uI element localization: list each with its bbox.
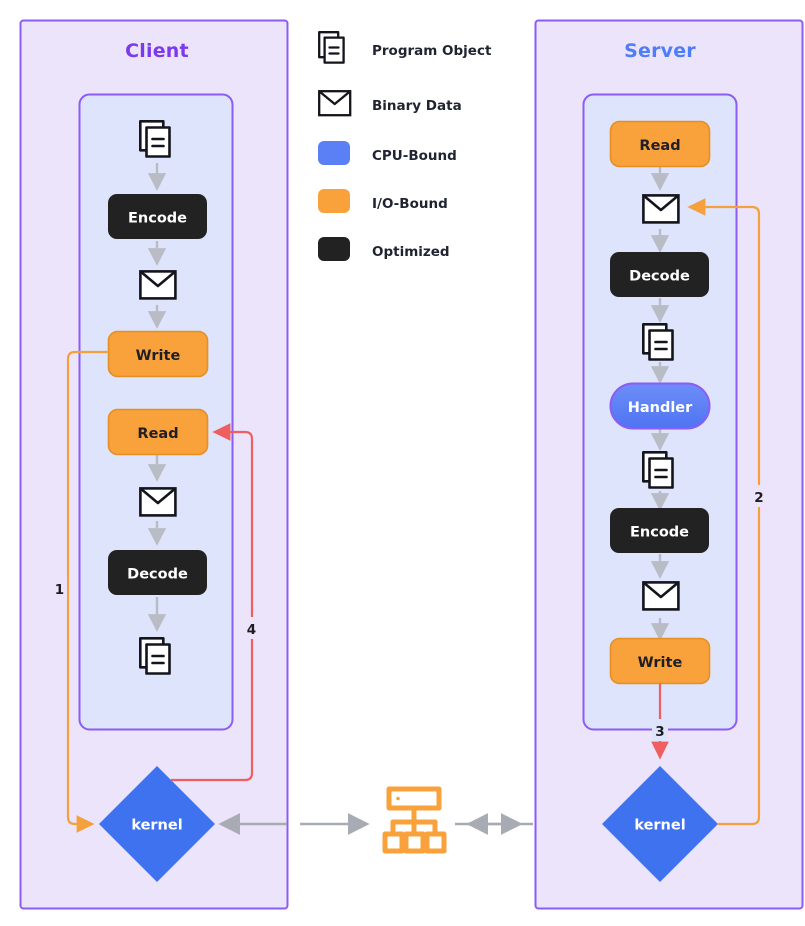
legend-label-optimized: Optimized <box>372 244 450 260</box>
server-encode-node[interactable]: Encode <box>610 508 709 553</box>
server-decode-box[interactable] <box>610 252 709 297</box>
server-write-label: Write <box>638 655 683 671</box>
client-write-box[interactable] <box>107 330 209 378</box>
client-binary-data-in <box>139 487 177 517</box>
legend-label-binary-data: Binary Data <box>372 98 462 114</box>
server-title: Server <box>624 40 696 62</box>
client-decode-box[interactable] <box>108 550 207 595</box>
legend-item-program-object: Program Object <box>318 31 492 64</box>
server-kernel-node[interactable]: kernel <box>602 766 718 882</box>
server-program-object-out <box>641 450 674 489</box>
legend: Program Object Binary Data CPU-Bound I/O… <box>318 31 492 261</box>
legend-item-binary-data: Binary Data <box>318 90 462 117</box>
edge-4-number: 4 <box>247 622 256 638</box>
edge-1-number: 1 <box>55 582 64 598</box>
edge-2-number: 2 <box>754 490 763 506</box>
client-program-object-in <box>138 119 171 158</box>
edge-3-number-bg <box>652 719 668 741</box>
client-read-box[interactable] <box>107 408 209 456</box>
program-object-icon <box>318 31 345 64</box>
client-write-node[interactable]: Write <box>107 330 209 378</box>
server-encode-label: Encode <box>630 525 689 541</box>
server-decode-label: Decode <box>629 269 690 285</box>
edge-2-number-bg <box>751 485 767 507</box>
server-read-box[interactable] <box>609 120 711 168</box>
edge-2-kernel-to-binary: 2 <box>687 198 767 826</box>
client-decode-node[interactable]: Decode <box>108 550 207 595</box>
server-write-node[interactable]: Write <box>609 637 711 685</box>
cpu-bound-swatch <box>318 141 350 165</box>
client-title: Client <box>125 40 189 62</box>
edge-1-number-bg <box>52 577 67 599</box>
legend-item-optimized: Optimized <box>318 237 450 261</box>
server-binary-data-out <box>642 581 680 611</box>
client-encode-box[interactable] <box>108 194 207 239</box>
edge-4-number-bg <box>244 617 260 639</box>
binary-data-icon <box>318 90 352 117</box>
client-read-label: Read <box>137 426 178 442</box>
client-decode-label: Decode <box>127 567 188 583</box>
server-handler-label: Handler <box>628 400 693 416</box>
client-write-label: Write <box>136 348 181 364</box>
legend-label-io-bound: I/O-Bound <box>372 196 448 212</box>
server-kernel-diamond[interactable] <box>602 766 718 882</box>
server-read-label: Read <box>639 138 680 154</box>
server-read-node[interactable]: Read <box>609 120 711 168</box>
legend-item-io-bound: I/O-Bound <box>318 189 448 213</box>
edge-4-kernel-to-read: 4 <box>171 423 260 782</box>
server-binary-data-in <box>642 194 680 224</box>
edge-3-write-to-kernel: 3 <box>651 684 669 760</box>
client-kernel-node[interactable]: kernel <box>99 766 215 882</box>
legend-label-cpu-bound: CPU-Bound <box>372 148 457 164</box>
edge-3-number: 3 <box>655 724 664 740</box>
server-program-object-in <box>641 322 674 361</box>
server-encode-box[interactable] <box>610 508 709 553</box>
client-kernel-label: kernel <box>131 818 182 834</box>
client-program-object-out <box>138 636 171 675</box>
server-write-box[interactable] <box>609 637 711 685</box>
legend-label-program-object: Program Object <box>372 43 492 59</box>
optimized-swatch <box>318 237 350 261</box>
server-decode-node[interactable]: Decode <box>610 252 709 297</box>
client-encode-label: Encode <box>128 211 187 227</box>
client-read-node[interactable]: Read <box>107 408 209 456</box>
client-binary-data-out <box>139 270 177 300</box>
legend-item-cpu-bound: CPU-Bound <box>318 141 457 165</box>
network-hierarchy-icon <box>382 786 447 854</box>
server-handler-pill[interactable] <box>609 382 711 430</box>
server-handler-node[interactable]: Handler <box>609 382 711 430</box>
edge-1-write-to-kernel: 1 <box>52 350 109 833</box>
client-kernel-diamond[interactable] <box>99 766 215 882</box>
server-kernel-label: kernel <box>634 818 685 834</box>
io-bound-swatch <box>318 189 350 213</box>
client-encode-node[interactable]: Encode <box>108 194 207 239</box>
